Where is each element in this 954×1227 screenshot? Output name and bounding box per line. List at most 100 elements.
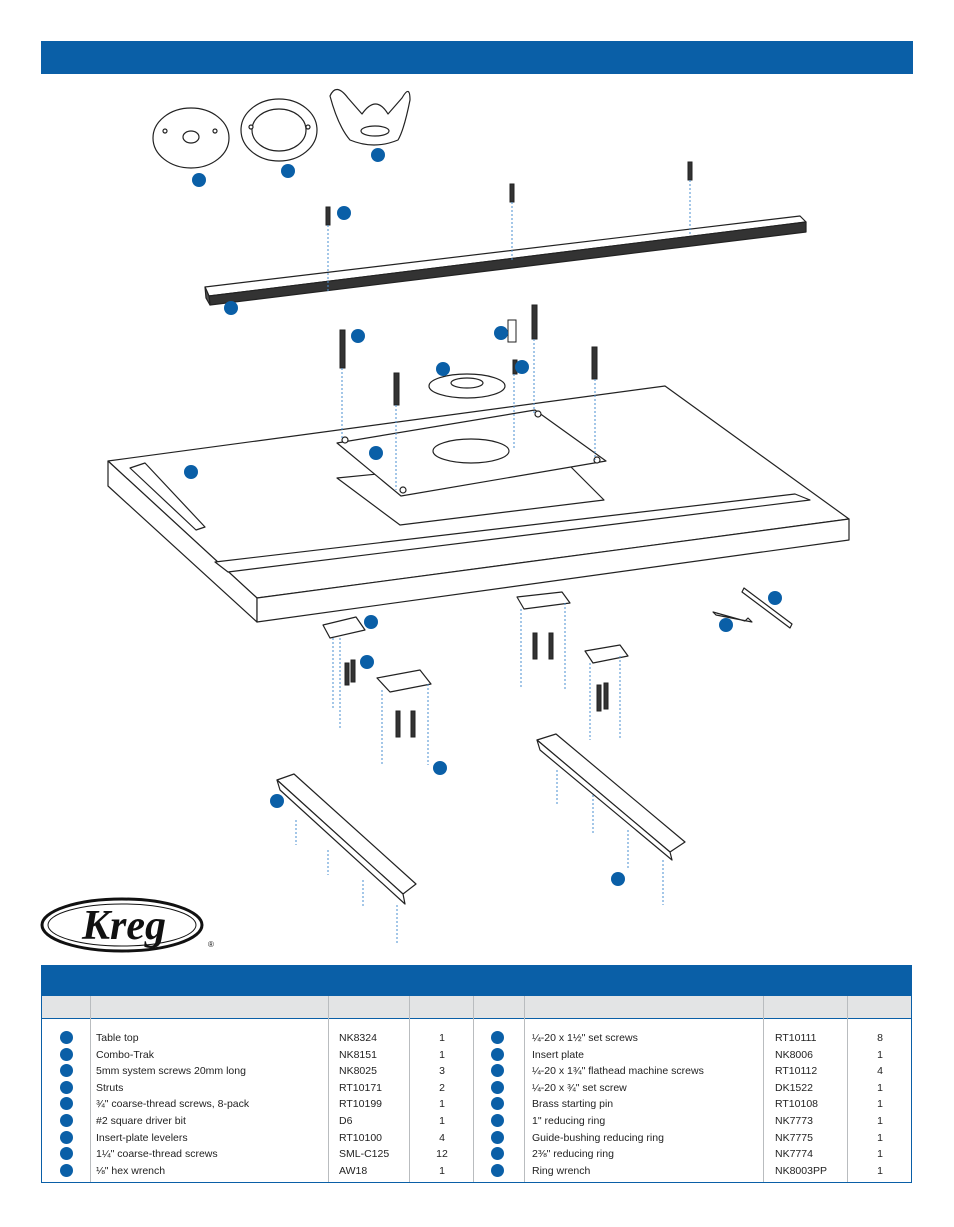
part-description: Insert plate — [532, 1048, 584, 1061]
guide-bushing-reducing-ring — [240, 98, 318, 162]
leveler-1 — [322, 616, 366, 639]
insert-plate — [336, 409, 607, 497]
part-quantity: 8 — [877, 1032, 883, 1044]
table-row: ¼-20 x 1¾" flathead machine screws RT1011… — [42, 1063, 911, 1079]
part-description: 2⅜" reducing ring — [532, 1148, 614, 1161]
part-quantity: 2 — [439, 1081, 445, 1094]
part-quantity: 12 — [436, 1148, 448, 1161]
part-number: NK7773 — [775, 1115, 813, 1127]
svg-text:Kreg: Kreg — [81, 903, 166, 949]
part-description: ¼-20 x 1¾" flathead machine screws — [532, 1065, 704, 1078]
strut-right — [536, 733, 686, 861]
callout-dot — [491, 1080, 504, 1094]
exploded-assembly-diagram — [107, 88, 850, 945]
part-quantity: 1 — [877, 1115, 883, 1127]
callout-dot — [491, 1031, 504, 1044]
header-bar — [41, 41, 913, 74]
part-number: NK8151 — [339, 1048, 377, 1061]
part-quantity: 1 — [877, 1081, 883, 1094]
part-quantity: 1 — [439, 1115, 445, 1127]
part-number: NK8324 — [339, 1032, 377, 1044]
callout-dot — [60, 1114, 73, 1127]
callout-dot — [491, 1064, 504, 1078]
part-quantity: 1 — [877, 1048, 883, 1061]
part-description: Guide-bushing reducing ring — [532, 1131, 664, 1144]
combo-trak — [204, 215, 807, 306]
part-quantity: 1 — [877, 1148, 883, 1161]
part-number: DK1522 — [775, 1081, 813, 1094]
table-row: ⅛" hex wrench AW18 1 — [42, 1163, 911, 1179]
column-header-strip — [42, 996, 911, 1018]
part-quantity: 1 — [877, 1164, 883, 1177]
callout-dot — [491, 1097, 504, 1111]
part-number: NK8006 — [775, 1048, 813, 1061]
header-divider — [42, 1018, 911, 1019]
part-description: Ring wrench — [532, 1164, 591, 1177]
part-description: ¼-20 x ¾" set screw — [532, 1081, 627, 1094]
reducing-ring-238 — [428, 373, 506, 399]
part-number: D6 — [339, 1115, 353, 1127]
part-description: Table top — [96, 1032, 139, 1044]
part-number: RT10112 — [775, 1065, 818, 1078]
callout-dot — [60, 1047, 73, 1061]
part-number: RT10171 — [339, 1081, 383, 1094]
part-description: ¼-20 x 1½" set screws — [532, 1032, 638, 1044]
callout-dot — [60, 1080, 73, 1094]
table-row: ¼-20 x 1½" set screws RT10111 8 — [42, 1030, 911, 1046]
callout-dot — [60, 1031, 73, 1044]
part-quantity: 3 — [439, 1065, 445, 1078]
table-row: 5mm system screws 20mm long NK8025 3 — [42, 1063, 911, 1079]
ring-wrench — [329, 88, 411, 146]
part-description: ¾" coarse-thread screws, 8-pack — [96, 1098, 250, 1111]
table-top-outline — [107, 385, 850, 623]
callout-dot — [60, 1163, 73, 1177]
callout-dot — [60, 1097, 73, 1111]
reducing-ring-1in — [152, 107, 230, 169]
leveler-2 — [376, 669, 432, 693]
part-description: Combo-Trak — [96, 1048, 154, 1061]
kreg-logo: Kreg ® — [40, 897, 214, 953]
table-row: #2 square driver bit D6 1 — [42, 1113, 911, 1129]
table-row: Insert plate NK8006 1 — [42, 1047, 911, 1063]
part-quantity: 1 — [877, 1098, 883, 1111]
hex-wrench-shape — [712, 611, 753, 623]
table-row: ¼-20 x ¾" set screw DK1522 1 — [42, 1080, 911, 1096]
part-number: NK8025 — [339, 1065, 377, 1078]
part-description: 1¼" coarse-thread screws — [96, 1148, 218, 1161]
table-row: Ring wrench NK8003PP 1 — [42, 1163, 911, 1179]
part-description: Brass starting pin — [532, 1098, 614, 1111]
part-description: #2 square driver bit — [96, 1115, 186, 1127]
driver-bit-shape — [741, 587, 793, 629]
part-quantity: 4 — [877, 1065, 883, 1078]
callout-dot — [491, 1163, 504, 1177]
part-description: 5mm system screws 20mm long — [96, 1065, 246, 1078]
callout-dot — [491, 1130, 504, 1144]
part-quantity: 4 — [439, 1131, 445, 1144]
part-number: RT10111 — [775, 1032, 817, 1044]
leveler-4 — [584, 644, 629, 664]
svg-text:®: ® — [208, 940, 214, 949]
table-row: Combo-Trak NK8151 1 — [42, 1047, 911, 1063]
table-row: Table top NK8324 1 — [42, 1030, 911, 1046]
table-row: Guide-bushing reducing ring NK7775 1 — [42, 1130, 911, 1146]
strut-left — [276, 773, 417, 905]
callout-dot — [491, 1114, 504, 1127]
part-number: NK8003PP — [775, 1164, 827, 1177]
part-quantity: 1 — [877, 1131, 883, 1144]
part-quantity: 1 — [439, 1098, 445, 1111]
callout-dot — [60, 1147, 73, 1161]
leveler-3 — [516, 591, 571, 610]
part-description: ⅛" hex wrench — [96, 1164, 166, 1177]
callout-dot — [491, 1047, 504, 1061]
part-description: Struts — [96, 1081, 124, 1094]
callout-dot — [491, 1147, 504, 1161]
table-row: Struts RT10171 2 — [42, 1080, 911, 1096]
part-quantity: 1 — [439, 1032, 445, 1044]
part-number: RT10100 — [339, 1131, 383, 1144]
part-number: AW18 — [339, 1164, 368, 1177]
part-number: NK7775 — [775, 1131, 813, 1144]
